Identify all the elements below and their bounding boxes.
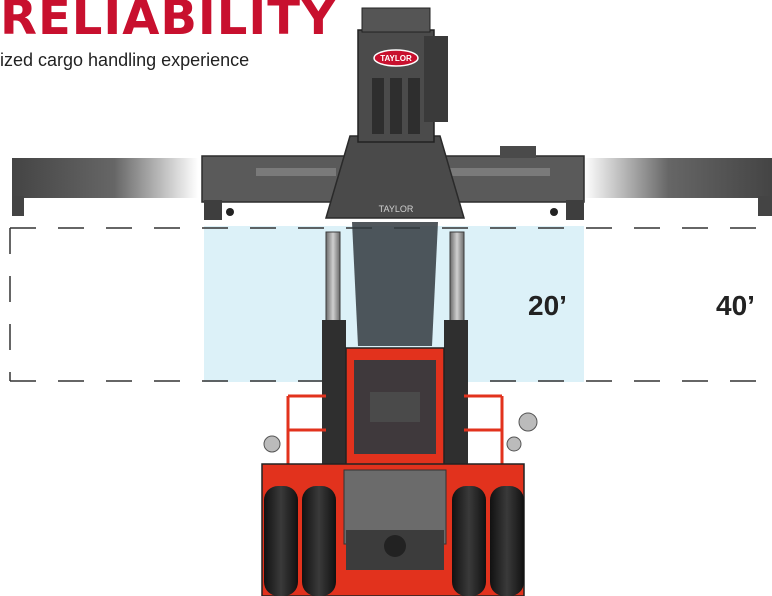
tire-front-left-inner <box>302 486 336 596</box>
container-size-40: 40’ <box>716 290 755 321</box>
container-size-20: 20’ <box>528 290 567 321</box>
spreader-truss <box>324 135 466 219</box>
taylor-badge <box>373 49 419 67</box>
tire-front-right-inner <box>452 486 486 596</box>
tire-front-right-outer <box>490 486 524 596</box>
boom <box>352 222 438 346</box>
spreader-brand: TAYLOR <box>379 204 414 214</box>
safety-rail-left <box>286 394 326 470</box>
tire-front-left-outer <box>264 486 298 596</box>
work-light-left <box>263 435 281 453</box>
safety-rail-right <box>464 394 504 470</box>
spreader-arm-left <box>12 158 198 198</box>
brand-badge-text: TAYLOR <box>380 54 412 63</box>
work-light-right <box>518 412 538 432</box>
spreader-arm-right <box>584 158 772 198</box>
tagline: ized cargo handling experience <box>0 50 250 70</box>
container-40-outline <box>9 227 772 382</box>
headline: RELIABILITY <box>0 0 337 46</box>
